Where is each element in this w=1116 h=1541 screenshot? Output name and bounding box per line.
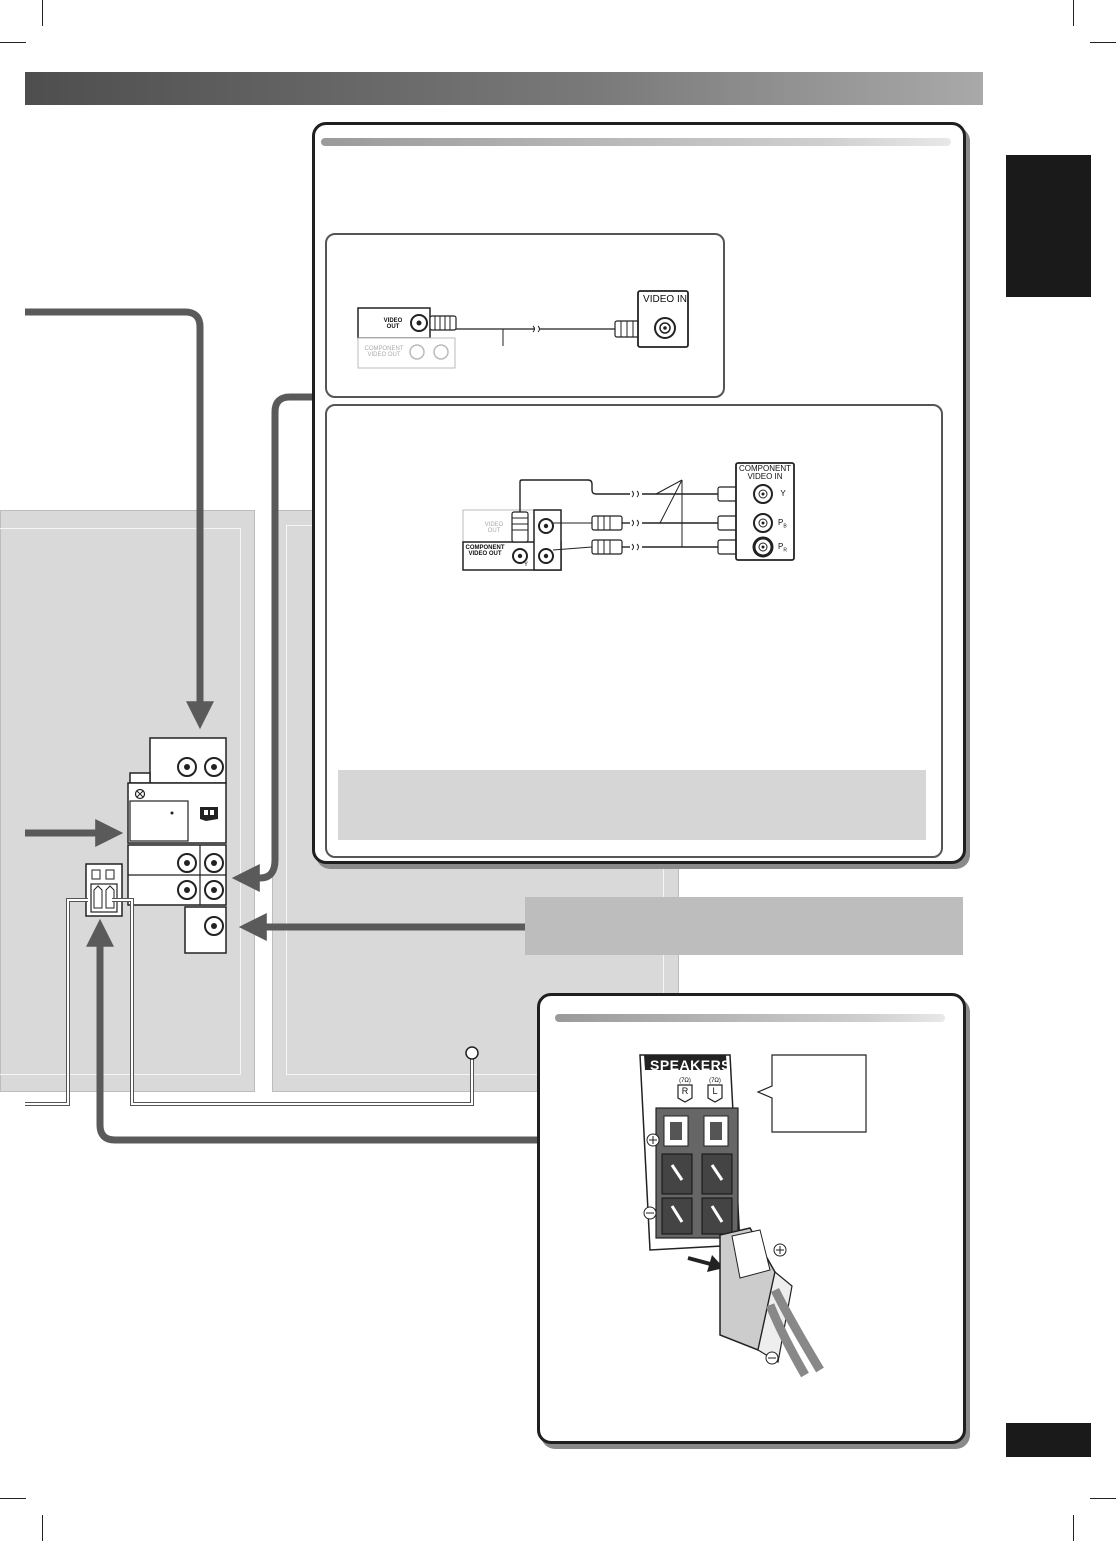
header-band — [25, 72, 983, 105]
speaker-r-label: R — [681, 1086, 689, 1096]
crop-mark — [0, 42, 26, 43]
tv-pr-letter: P — [778, 542, 784, 551]
speaker-left-inner-line — [0, 528, 241, 1075]
unit-y-label: Y — [523, 562, 528, 568]
section-tab — [1006, 155, 1091, 297]
ohm-r-label: (7Ω) — [679, 1078, 691, 1084]
tv-pr-sub: R — [783, 547, 787, 554]
speaker-terminal-illustration — [639, 1054, 867, 1378]
crop-mark — [1090, 1498, 1116, 1499]
component-diagram — [462, 462, 795, 571]
crop-mark — [42, 1515, 43, 1541]
video-out-label: VIDEO OUT — [383, 318, 403, 330]
main-unit-speaker-terminal — [85, 863, 123, 917]
component-note-box — [338, 770, 926, 840]
crop-mark — [1090, 42, 1116, 43]
component-video-out-label-faint: COMPONENT VIDEO OUT — [364, 346, 404, 358]
tv-y-label: Y — [780, 489, 786, 498]
crop-mark — [1073, 1515, 1074, 1541]
video-in-label: VIDEO IN — [643, 294, 687, 305]
page-number-box — [1006, 1423, 1091, 1457]
crop-mark — [1073, 0, 1074, 26]
antenna-note-box — [525, 897, 963, 955]
tv-pb-label: PB — [778, 518, 787, 530]
speakers-title: SPEAKERS — [650, 1057, 732, 1073]
unit-component-video-out-label: COMPONENT VIDEO OUT — [465, 545, 505, 557]
crop-mark — [0, 1498, 26, 1499]
tv-pb-letter: P — [778, 518, 784, 527]
speaker-l-label: L — [712, 1086, 718, 1096]
main-unit-terminals — [127, 737, 227, 954]
component-video-in-label: COMPONENT VIDEO IN — [739, 464, 791, 481]
crop-mark — [42, 0, 43, 26]
unit-video-out-label: VIDEO OUT — [484, 522, 504, 534]
speaker-connection-panel — [537, 993, 966, 1444]
ohm-l-label: (7Ω) — [709, 1078, 721, 1084]
tv-pr-label: PR — [778, 542, 787, 554]
video-panel-title-bar — [321, 138, 951, 146]
video-in-diagram — [357, 290, 689, 369]
tv-pb-sub: B — [783, 523, 787, 530]
speaker-panel-title-bar — [555, 1014, 945, 1022]
